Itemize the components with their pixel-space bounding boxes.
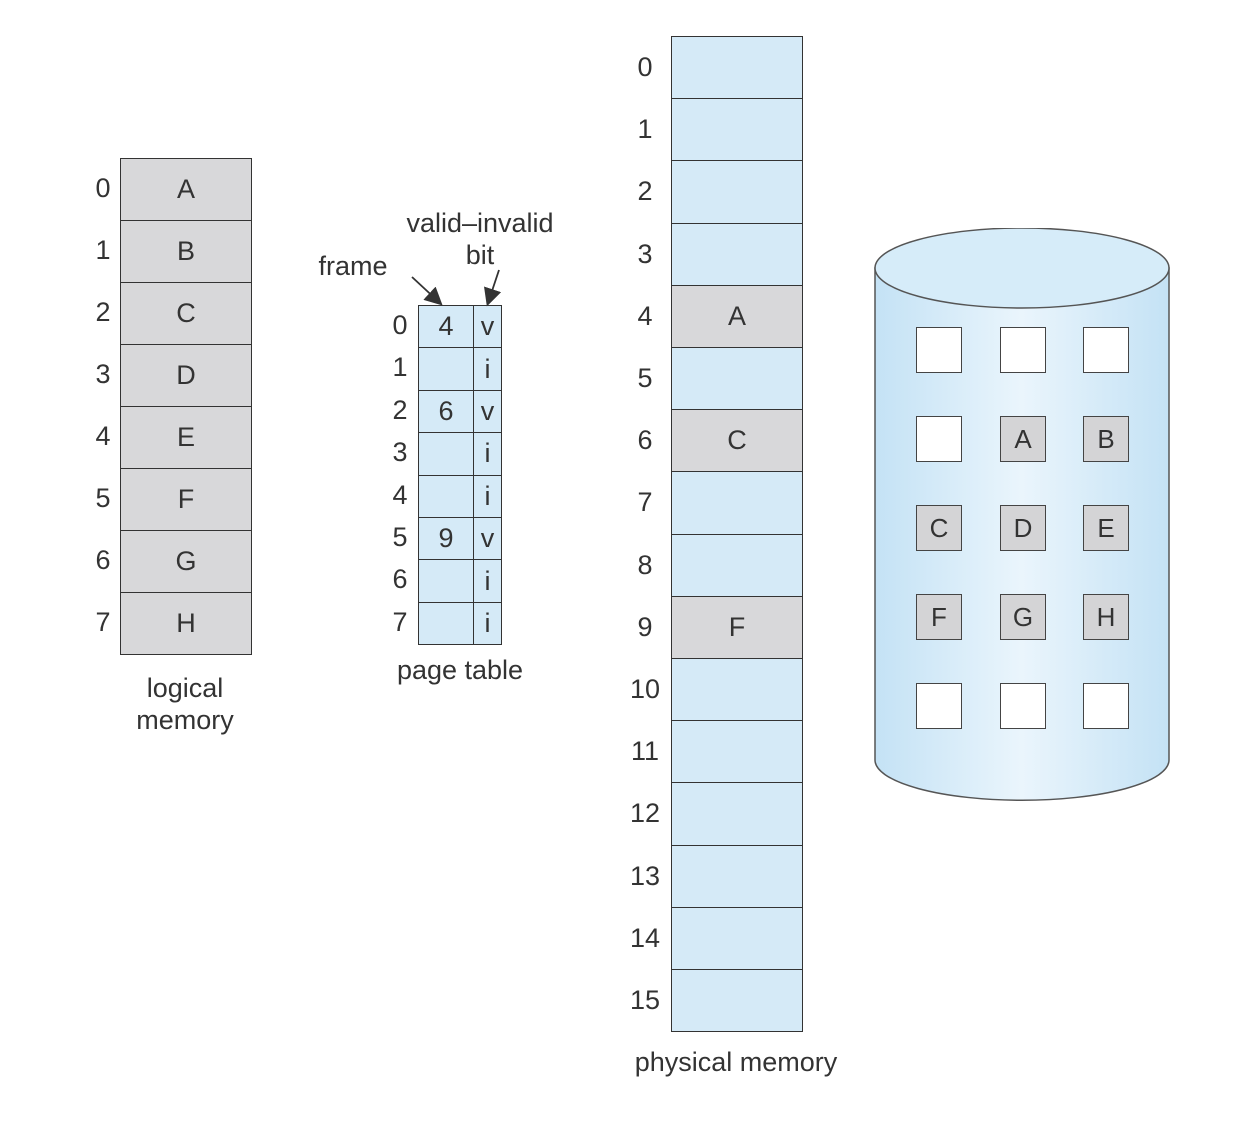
backing-store-page: F <box>916 594 962 640</box>
physical-frame-index: 4 <box>637 300 653 331</box>
backing-store-page <box>916 683 962 729</box>
logical-page-cell: F <box>120 468 252 531</box>
logical-page-cell: E <box>120 406 252 469</box>
page-table-row-index: 3 <box>392 437 408 468</box>
logical-page-index: 5 <box>95 483 111 513</box>
page-table-bit-cell: i <box>473 559 502 603</box>
backing-store-page <box>1083 327 1129 373</box>
logical-page-index: 6 <box>95 545 111 575</box>
physical-frame-cell <box>671 533 803 597</box>
physical-frame-index: 0 <box>637 52 653 82</box>
page-table-row-index: 6 <box>392 564 408 595</box>
physical-frame-index: 5 <box>637 363 653 393</box>
logical-memory-caption: logical memory <box>136 673 234 735</box>
page-table-frame-cell: 4 <box>418 305 474 349</box>
backing-store-page <box>1083 683 1129 729</box>
physical-frame-index: 1 <box>637 114 653 145</box>
page-table-row-index: 0 <box>392 310 408 340</box>
logical-page-cell: D <box>120 344 252 407</box>
logical-page-index: 7 <box>95 607 111 637</box>
physical-frame-index: 7 <box>637 487 653 518</box>
page-table-row-index: 7 <box>392 606 408 637</box>
frame-label: frame <box>318 251 388 281</box>
page-table-caption: page table <box>396 655 524 685</box>
physical-frame-cell <box>671 222 803 286</box>
physical-frame-cell <box>671 471 803 535</box>
backing-store-page <box>1000 327 1046 373</box>
physical-frame-cell <box>671 782 803 846</box>
page-table-bit-cell: i <box>473 474 502 518</box>
logical-page-index: 3 <box>95 359 111 389</box>
physical-frame-cell: F <box>671 595 803 659</box>
physical-frame-cell <box>671 36 803 100</box>
backing-store-page: B <box>1083 416 1129 462</box>
page-table-frame-cell <box>418 474 474 518</box>
physical-frame-index: 3 <box>637 238 653 269</box>
physical-frame-index: 15 <box>629 985 661 1015</box>
physical-frame-cell <box>671 658 803 722</box>
backing-store-page: G <box>1000 594 1046 640</box>
logical-page-index: 2 <box>95 297 111 327</box>
page-table-frame-cell <box>418 559 474 603</box>
backing-store-page <box>916 416 962 462</box>
backing-store-page <box>916 327 962 373</box>
physical-frame-index: 12 <box>629 798 661 829</box>
physical-frame-index: 13 <box>629 860 661 891</box>
physical-frame-cell <box>671 160 803 224</box>
physical-frame-cell <box>671 98 803 162</box>
physical-frame-cell: A <box>671 284 803 348</box>
frame-arrow <box>411 276 443 306</box>
physical-frame-cell <box>671 347 803 411</box>
logical-page-index: 4 <box>95 421 111 451</box>
page-table-frame-cell: 6 <box>418 389 474 434</box>
page-table-bit-cell: i <box>473 432 502 476</box>
physical-frame-index: 8 <box>637 549 653 580</box>
physical-frame-cell: C <box>671 409 803 473</box>
logical-page-cell: C <box>120 282 252 345</box>
physical-frame-index: 14 <box>629 922 661 953</box>
page-table-bit-cell: v <box>473 517 502 561</box>
logical-page-cell: H <box>120 592 252 655</box>
physical-frame-index: 11 <box>630 736 660 767</box>
backing-store-page <box>1000 683 1046 729</box>
backing-store-page: H <box>1083 594 1129 640</box>
page-table-frame-cell <box>418 347 474 391</box>
page-table-row-index: 4 <box>392 479 408 510</box>
physical-frame-cell <box>671 906 803 970</box>
physical-frame-cell <box>671 969 803 1033</box>
page-table-bit-cell: v <box>473 305 502 349</box>
page-table-bit-cell: v <box>473 389 502 434</box>
page-table-row-index: 5 <box>392 522 408 552</box>
physical-frame-cell <box>671 844 803 908</box>
physical-frame-index: 10 <box>629 674 661 704</box>
physical-memory-caption: physical memory <box>634 1047 838 1077</box>
physical-frame-cell <box>671 720 803 784</box>
logical-page-index: 0 <box>95 173 111 203</box>
logical-page-cell: A <box>120 158 252 221</box>
page-table-frame-cell <box>418 601 474 646</box>
backing-store-page: D <box>1000 505 1046 551</box>
valid-bit-arrow <box>484 269 502 307</box>
page-table-bit-cell: i <box>473 347 502 391</box>
physical-frame-index: 2 <box>637 176 653 207</box>
backing-store-page: C <box>916 505 962 551</box>
physical-frame-index: 9 <box>637 611 653 642</box>
page-table-row-index: 1 <box>392 352 408 383</box>
page-table-bit-cell: i <box>473 601 502 646</box>
physical-frame-index: 6 <box>637 425 653 456</box>
page-table-frame-cell <box>418 432 474 476</box>
logical-page-index: 1 <box>95 235 111 265</box>
logical-page-cell: G <box>120 530 252 593</box>
logical-page-cell: B <box>120 220 252 283</box>
page-table-row-index: 2 <box>392 394 408 425</box>
page-table-frame-cell: 9 <box>418 517 474 561</box>
backing-store-page: E <box>1083 505 1129 551</box>
backing-store-page: A <box>1000 416 1046 462</box>
valid-invalid-bit-label: valid–invalid bit <box>406 208 554 270</box>
